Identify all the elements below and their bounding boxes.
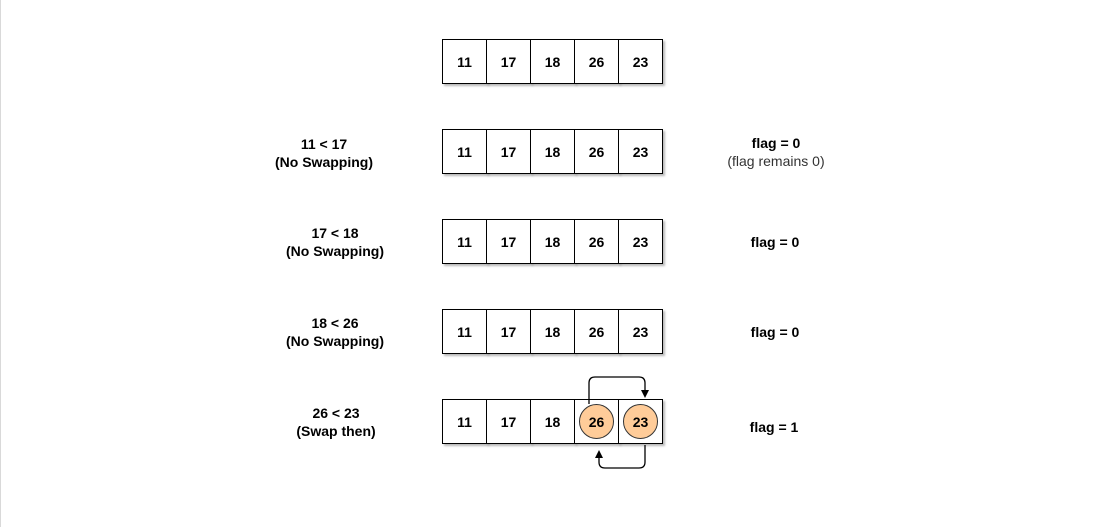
flag-label: flag = 0 (flag remains 0) (686, 134, 866, 170)
comparison-label: 26 < 23 (Swap then) (236, 404, 436, 440)
array-cell: 17 (486, 129, 531, 174)
array-cell: 26 (574, 39, 619, 84)
cell-value: 11 (457, 323, 472, 340)
array: 11 17 18 26 23 (442, 39, 663, 85)
array-cell: 23 (618, 309, 663, 354)
array-cell: 18 (530, 399, 575, 444)
cell-value: 23 (632, 53, 649, 70)
cell-value: 17 (500, 413, 517, 430)
comparison-text: 26 < 23 (312, 405, 360, 421)
array-cell-highlighted: 26 (574, 399, 619, 444)
comparison-label: 18 < 26 (No Swapping) (235, 314, 435, 350)
cell-value: 26 (588, 413, 605, 430)
array-cell: 11 (442, 219, 487, 264)
cell-value: 11 (457, 233, 472, 250)
highlight-circle (579, 404, 614, 439)
cell-value: 26 (588, 53, 605, 70)
cell-value: 23 (632, 233, 649, 250)
array-cell: 17 (486, 399, 531, 444)
array-cell: 17 (486, 39, 531, 84)
array-cell: 23 (618, 39, 663, 84)
action-text: (No Swapping) (286, 333, 384, 349)
array-row-initial: 11 17 18 26 23 (1, 39, 1097, 85)
flag-value: flag = 0 (751, 135, 801, 151)
action-text: (Swap then) (296, 423, 376, 439)
array-cell: 18 (530, 39, 575, 84)
comparison-label: 11 < 17 (No Swapping) (224, 135, 424, 171)
action-text: (No Swapping) (286, 243, 384, 259)
array-cell: 11 (442, 129, 487, 174)
array: 11 17 18 26 23 (442, 309, 663, 355)
flag-value: flag = 0 (750, 324, 800, 340)
array-cell: 26 (574, 219, 619, 264)
flag-label: flag = 1 (684, 418, 864, 436)
array-row-step-4: 26 < 23 (Swap then) 11 17 18 26 23 flag … (1, 399, 1097, 445)
comparison-label: 17 < 18 (No Swapping) (235, 224, 435, 260)
array-row-step-3: 18 < 26 (No Swapping) 11 17 18 26 23 fla… (1, 309, 1097, 355)
cell-value: 18 (544, 413, 561, 430)
comparison-text: 18 < 26 (311, 315, 359, 331)
array-cell: 17 (486, 219, 531, 264)
cell-value: 26 (588, 323, 605, 340)
cell-value: 17 (500, 233, 517, 250)
array-cell-highlighted: 23 (618, 399, 663, 444)
array-cell: 23 (618, 129, 663, 174)
swap-arrow-bottom (595, 445, 646, 469)
cell-value: 23 (632, 413, 649, 430)
array-row-step-2: 17 < 18 (No Swapping) 11 17 18 26 23 fla… (1, 219, 1097, 265)
cell-value: 17 (500, 323, 517, 340)
array: 11 17 18 26 23 (442, 399, 663, 445)
array-cell: 11 (442, 39, 487, 84)
cell-value: 26 (588, 233, 605, 250)
flag-value: flag = 0 (750, 234, 800, 250)
cell-value: 18 (544, 53, 561, 70)
array-cell: 11 (442, 309, 487, 354)
cell-value: 18 (544, 143, 561, 160)
array-cell: 26 (574, 309, 619, 354)
flag-label: flag = 0 (685, 323, 865, 341)
array-cell: 18 (530, 219, 575, 264)
cell-value: 17 (500, 143, 517, 160)
cell-value: 18 (544, 233, 561, 250)
highlight-circle (623, 404, 658, 439)
array-cell: 18 (530, 309, 575, 354)
comparison-text: 11 < 17 (300, 136, 348, 152)
array-row-step-1: 11 < 17 (No Swapping) 11 17 18 26 23 fla… (1, 129, 1097, 175)
array-cell: 18 (530, 129, 575, 174)
array-cell: 23 (618, 219, 663, 264)
cell-value: 11 (457, 413, 472, 430)
cell-value: 17 (500, 53, 517, 70)
flag-value: flag = 1 (749, 419, 799, 435)
cell-value: 23 (632, 323, 649, 340)
cell-value: 11 (457, 53, 472, 70)
flag-label: flag = 0 (685, 233, 865, 251)
cell-value: 26 (588, 143, 605, 160)
array-cell: 26 (574, 129, 619, 174)
array-cell: 17 (486, 309, 531, 354)
cell-value: 18 (544, 323, 561, 340)
cell-value: 23 (632, 143, 649, 160)
action-text: (No Swapping) (275, 154, 373, 170)
cell-value: 11 (457, 143, 472, 160)
comparison-text: 17 < 18 (311, 225, 359, 241)
array: 11 17 18 26 23 (442, 219, 663, 265)
array-cell: 11 (442, 399, 487, 444)
flag-note: (flag remains 0) (727, 153, 825, 169)
array: 11 17 18 26 23 (442, 129, 663, 175)
